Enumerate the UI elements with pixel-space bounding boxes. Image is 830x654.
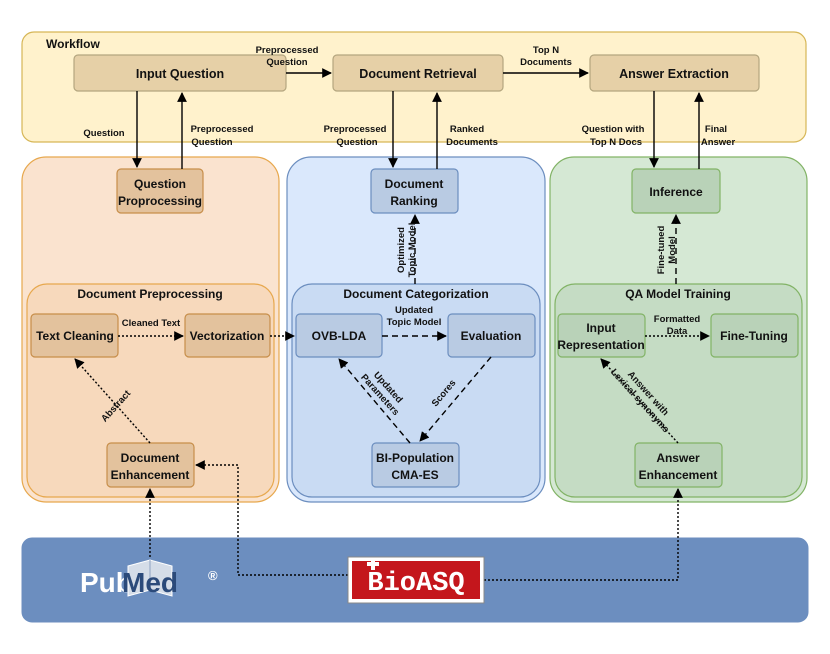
vectorization-node[interactable]: Vectorization (184, 313, 271, 358)
document-categorization-title: Document Categorization (343, 287, 488, 301)
svg-text:Model: Model (667, 236, 678, 263)
bi-population-node[interactable]: BI-Population CMA-ES (371, 442, 460, 488)
svg-text:Enhancement: Enhancement (111, 468, 190, 482)
edge-bipop-to-ovblda (338, 358, 411, 444)
pubmed-logo: Pub Med ® (80, 559, 218, 598)
edge-label-final-answer: Final Answer (701, 124, 736, 148)
svg-text:Document Retrieval: Document Retrieval (359, 67, 476, 81)
svg-text:CMA-ES: CMA-ES (391, 468, 438, 482)
svg-text:Med: Med (122, 567, 178, 598)
svg-text:Representation: Representation (557, 338, 644, 352)
svg-text:Text Cleaning: Text Cleaning (36, 329, 114, 343)
svg-text:Document: Document (121, 451, 180, 465)
evaluation-node[interactable]: Evaluation (447, 313, 536, 358)
answer-enhancement-node[interactable]: Answer Enhancement (634, 442, 723, 488)
dashed-edges (338, 214, 681, 444)
edge-label-updated-topic-model: Updated Topic Model (387, 305, 442, 328)
inference-node[interactable]: Inference (631, 168, 721, 214)
svg-text:Final: Final (705, 124, 727, 135)
dotted-edges (74, 331, 710, 581)
svg-text:Enhancement: Enhancement (639, 468, 718, 482)
document-ranking-node[interactable]: Document Ranking (370, 168, 459, 214)
document-preprocessing-title: Document Preprocessing (77, 287, 222, 301)
svg-text:Question: Question (266, 57, 307, 68)
edge-label-question: Question (83, 128, 124, 139)
svg-text:®: ® (208, 568, 218, 583)
svg-text:Preprocessed: Preprocessed (191, 124, 254, 135)
edge-label-question-with-top-n-docs: Question with Top N Docs (582, 124, 645, 148)
svg-text:BI-Population: BI-Population (376, 451, 454, 465)
svg-text:BioASQ: BioASQ (367, 569, 464, 599)
svg-text:Fine-Tuning: Fine-Tuning (720, 329, 788, 343)
svg-text:Document: Document (385, 177, 444, 191)
svg-text:Pub: Pub (80, 567, 133, 598)
edge-evaluation-to-bipop (419, 356, 492, 442)
svg-text:Preprocessed: Preprocessed (256, 45, 319, 56)
svg-text:Vectorization: Vectorization (190, 329, 265, 343)
edge-label-optimized-topic-model: Optimized Topic Model (396, 223, 418, 278)
svg-text:Top N Docs: Top N Docs (590, 137, 642, 148)
svg-text:Inference: Inference (649, 185, 703, 199)
edge-label-top-n-documents: Top N Documents (520, 45, 572, 68)
svg-text:Question: Question (191, 137, 232, 148)
pubmed-book-icon (127, 559, 173, 597)
edge-label-preprocessed-question-mid: Preprocessed Question (324, 124, 387, 148)
input-question-node[interactable]: Input Question (73, 54, 287, 92)
fine-tuning-node[interactable]: Fine-Tuning (710, 313, 799, 358)
edge-label-preprocessed-question-top: Preprocessed Question (256, 45, 319, 68)
svg-text:Ranked: Ranked (450, 124, 485, 135)
question-proprocessing-node[interactable]: Question Proprocessing (116, 168, 204, 214)
edge-label-formatted-data: Formatted Data (654, 314, 701, 337)
svg-text:Answer Extraction: Answer Extraction (619, 67, 729, 81)
svg-text:Ranking: Ranking (390, 194, 437, 208)
edge-label-cleaned-text: Cleaned Text (122, 318, 181, 329)
svg-text:Question with: Question with (582, 124, 645, 135)
ovb-lda-node[interactable]: OVB-LDA (295, 313, 383, 358)
solid-edges (132, 68, 704, 169)
svg-text:Evaluation: Evaluation (461, 329, 522, 343)
input-representation-node[interactable]: Input Representation (557, 313, 646, 358)
edge-bioasq-to-answer (484, 488, 683, 581)
medical-cross-icon (367, 558, 379, 570)
edge-answer-to-representation (600, 358, 679, 444)
bioasq-logo: BioASQ (347, 556, 485, 604)
svg-text:Formatted: Formatted (654, 314, 701, 325)
svg-text:Data: Data (667, 326, 688, 337)
workflow-title: Workflow (46, 37, 100, 51)
svg-text:Top N: Top N (533, 45, 559, 56)
edge-enhancement-to-cleaning (74, 358, 151, 444)
qa-model-training-title: QA Model Training (625, 287, 731, 301)
svg-text:Input Question: Input Question (136, 67, 224, 81)
answer-extraction-node[interactable]: Answer Extraction (589, 54, 760, 92)
svg-text:Topic Model: Topic Model (407, 223, 418, 278)
edge-label-fine-tuned-model: Fine-tuned Model (656, 226, 678, 275)
svg-text:Documents: Documents (520, 57, 572, 68)
svg-text:Topic Model: Topic Model (387, 317, 442, 328)
svg-text:Fine-tuned: Fine-tuned (656, 226, 667, 275)
svg-text:Question: Question (134, 177, 186, 191)
svg-text:Input: Input (586, 321, 615, 335)
svg-text:Updated: Updated (395, 305, 433, 316)
edge-label-ranked-documents: Ranked Documents (446, 124, 498, 148)
svg-text:Answer: Answer (701, 137, 736, 148)
svg-text:Preprocessed: Preprocessed (324, 124, 387, 135)
svg-text:Documents: Documents (446, 137, 498, 148)
svg-text:Answer: Answer (656, 451, 700, 465)
svg-text:Optimized: Optimized (396, 227, 407, 273)
svg-text:Question: Question (336, 137, 377, 148)
edge-label-preprocessed-question-left: Preprocessed Question (191, 124, 254, 148)
document-retrieval-node[interactable]: Document Retrieval (332, 54, 504, 92)
edge-bioasq-to-enhancement (195, 460, 348, 576)
svg-text:OVB-LDA: OVB-LDA (312, 329, 367, 343)
document-enhancement-node[interactable]: Document Enhancement (106, 442, 195, 488)
text-cleaning-node[interactable]: Text Cleaning (30, 313, 119, 358)
svg-text:Proprocessing: Proprocessing (118, 194, 202, 208)
